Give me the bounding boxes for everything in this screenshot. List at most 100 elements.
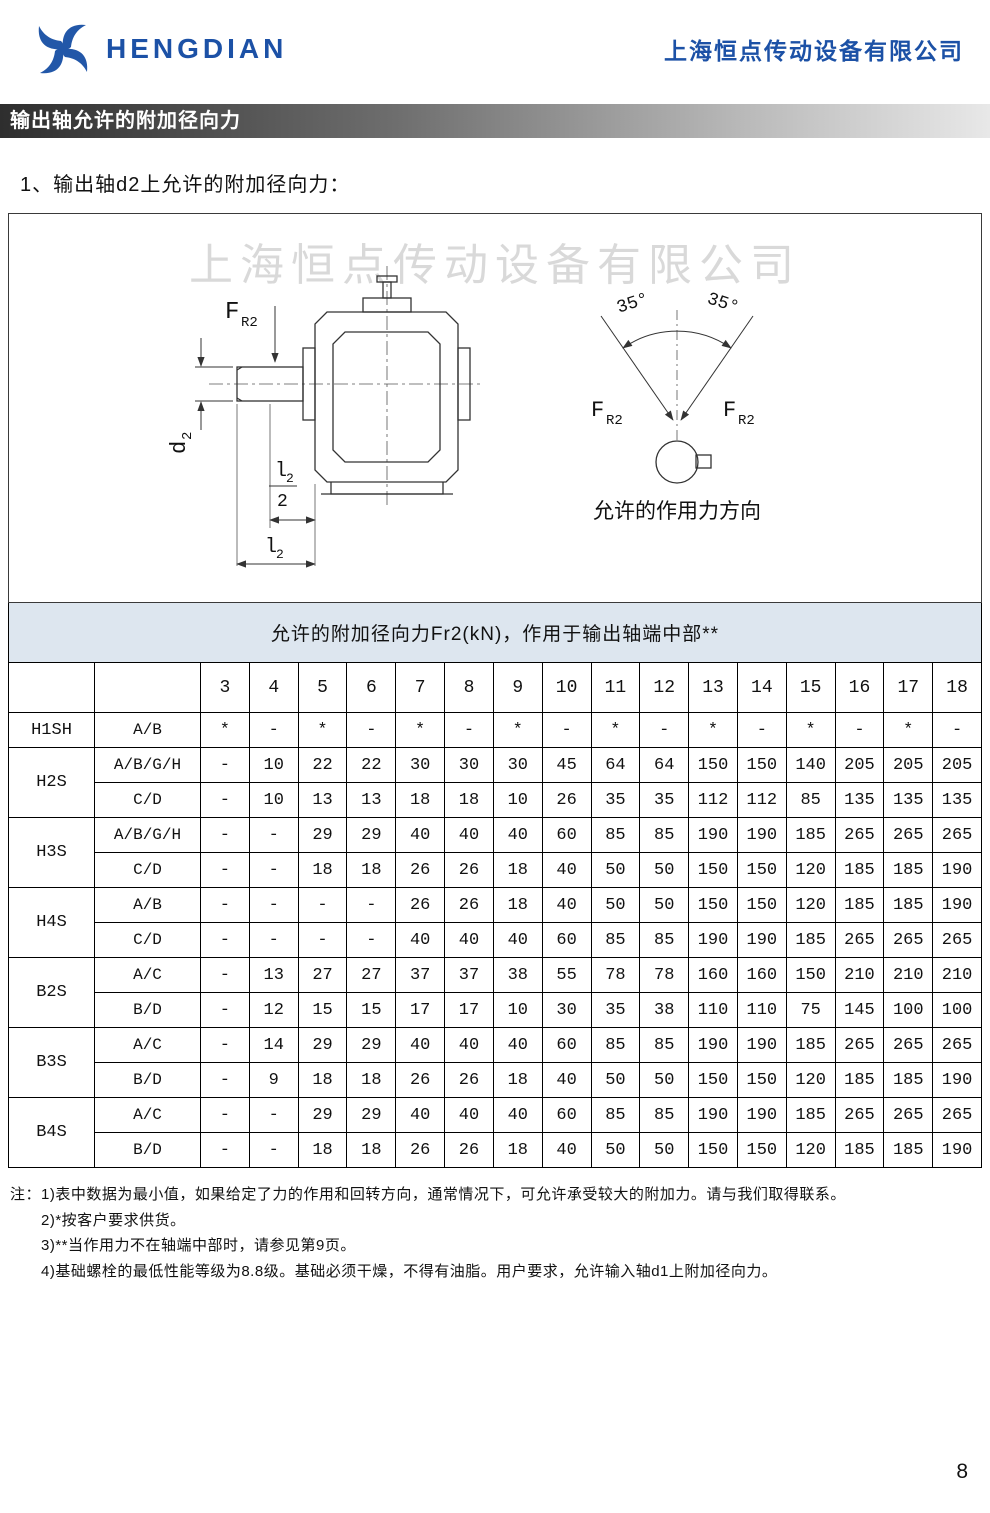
value-cell: - [200,817,250,853]
value-cell: 135 [834,782,885,818]
value-cell: 22 [297,747,348,783]
shaft-dia-label-sub: 2 [180,432,196,440]
value-cell: 22 [346,747,397,783]
value-cell: 50 [590,887,641,923]
value-cell: 85 [590,922,641,958]
value-cell: 265 [883,1097,934,1133]
value-cell: 205 [883,747,934,783]
value-cell: 40 [492,922,543,958]
value-cell: 110 [736,992,787,1028]
value-cell: - [248,1132,299,1168]
value-cell: 26 [444,852,494,888]
value-cell: - [297,887,348,923]
value-cell: 29 [297,817,348,853]
value-cell: 29 [346,1097,397,1133]
value-cell: 265 [834,817,885,853]
value-cell: 29 [297,1097,348,1133]
size-header-cell: 15 [785,662,836,713]
value-cell: 18 [444,782,494,818]
value-cell: - [541,712,592,748]
value-cell: 50 [639,852,690,888]
value-cell: 10 [492,992,543,1028]
value-cell: 35 [639,782,690,818]
force-label-left-sub: R2 [241,315,258,331]
value-cell: 30 [444,747,494,783]
force-direction-diagram: 35° 35° F R2 F R2 允许的作用力方向 [591,289,761,523]
value-cell: 85 [639,1027,690,1063]
value-cell: 18 [297,1062,348,1098]
note-line: 3)**当作用力不在轴端中部时，请参见第9页。 [41,1237,356,1254]
value-cell: 13 [248,957,299,993]
note-line: 注：1)表中数据为最小值，如果给定了力的作用和回转方向，通常情况下，可允许承受较… [10,1182,978,1208]
model-cell: H4S [8,887,95,958]
value-cell: 40 [395,922,446,958]
value-cell: - [248,922,299,958]
value-cell: 190 [932,1062,982,1098]
value-cell: 10 [492,782,543,818]
value-cell: - [248,817,299,853]
value-cell: 112 [688,782,738,818]
value-cell: 185 [883,1062,934,1098]
value-cell: 26 [395,887,446,923]
value-cell: 15 [297,992,348,1028]
value-cell: - [346,887,397,923]
value-cell: 85 [590,1097,641,1133]
value-cell: 185 [834,887,885,923]
value-cell: 185 [834,852,885,888]
variant-cell: C/D [94,922,201,958]
value-cell: 265 [932,1027,982,1063]
section-title-bar: 输出轴允许的附加径向力 [0,104,990,138]
value-cell: 13 [346,782,397,818]
value-cell: * [590,712,641,748]
value-cell: * [297,712,348,748]
table-caption: 允许的附加径向力Fr2(kN)，作用于输出轴端中部** [8,602,982,663]
value-cell: 35 [590,992,641,1028]
value-cell: 265 [834,1097,885,1133]
l2-half-numerator: l [275,460,287,483]
value-cell: 85 [639,1097,690,1133]
value-cell: 265 [834,1027,885,1063]
value-cell: 40 [541,852,592,888]
value-cell: 160 [736,957,787,993]
value-cell: 78 [590,957,641,993]
model-cell: H3S [8,817,95,888]
value-cell: 190 [932,852,982,888]
value-cell: 45 [541,747,592,783]
value-cell: - [200,957,250,993]
value-cell: 40 [444,922,494,958]
value-cell: - [200,1132,250,1168]
value-cell: 190 [688,1097,738,1133]
value-cell: 18 [395,782,446,818]
value-cell: - [248,887,299,923]
value-cell: 190 [736,817,787,853]
value-cell: 27 [297,957,348,993]
value-cell: - [444,712,494,748]
value-cell: 38 [639,992,690,1028]
value-cell: 190 [736,922,787,958]
value-cell: 75 [785,992,836,1028]
value-cell: 60 [541,1097,592,1133]
direction-caption: 允许的作用力方向 [593,500,761,523]
l2-label-sub: 2 [276,547,284,562]
value-cell: 85 [639,817,690,853]
value-cell: 10 [248,747,299,783]
value-cell: 210 [883,957,934,993]
value-cell: 29 [297,1027,348,1063]
company-name: 上海恒点传动设备有限公司 [664,38,964,64]
variant-cell: A/B/G/H [94,817,201,853]
value-cell: 190 [736,1097,787,1133]
value-cell: 55 [541,957,592,993]
value-cell: 26 [541,782,592,818]
value-cell: 40 [444,1097,494,1133]
value-cell: 265 [834,922,885,958]
model-cell: B2S [8,957,95,1028]
note-line: 2)*按客户要求供货。 [41,1211,186,1229]
size-header-cell: 13 [688,662,738,713]
